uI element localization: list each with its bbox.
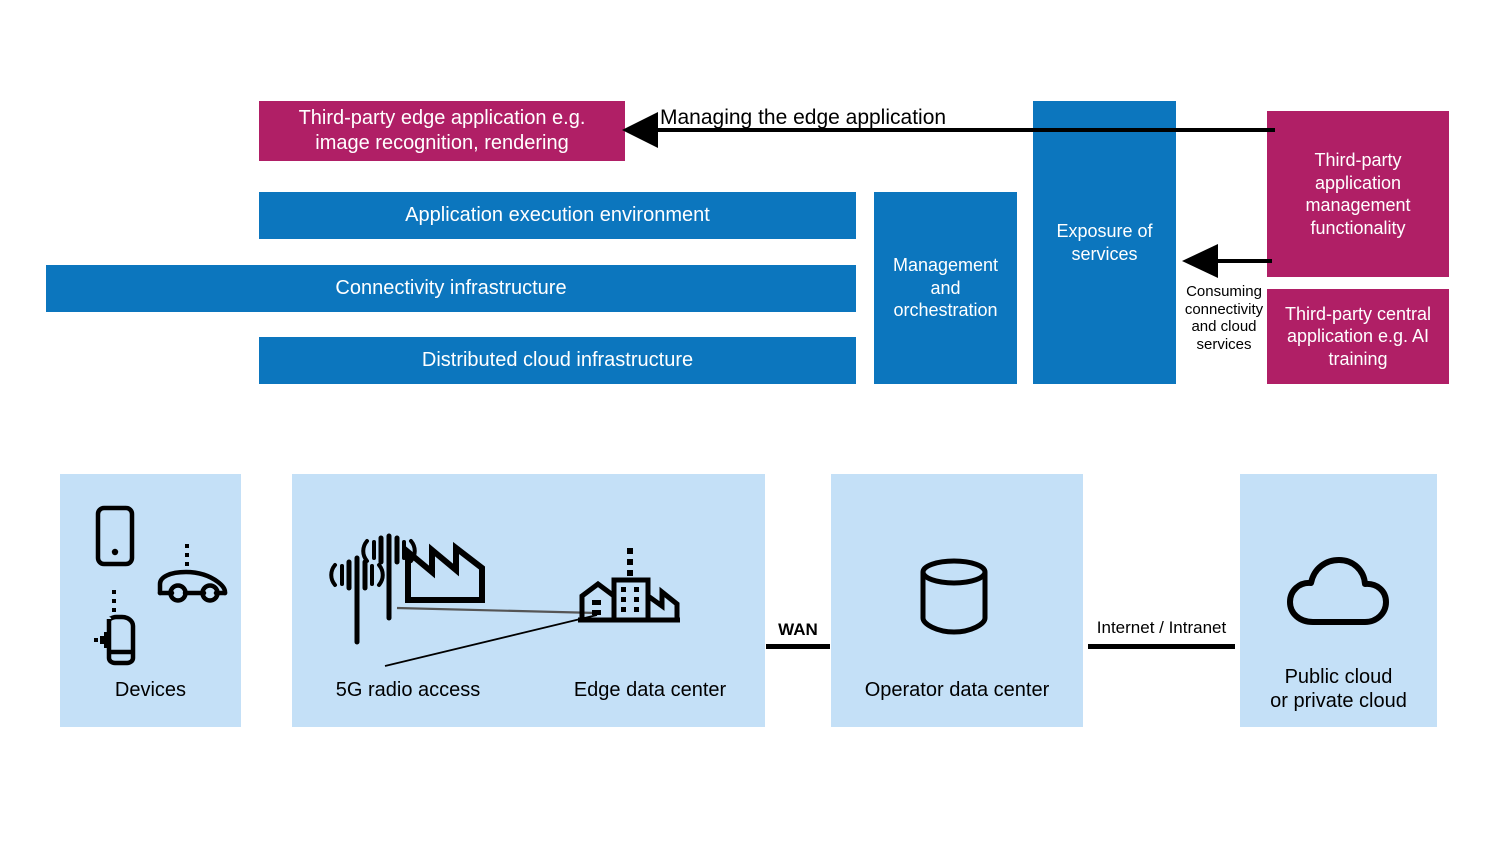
box-third-party-central-application[interactable]: Third-party central application e.g. AI … bbox=[1267, 289, 1449, 384]
layer-exposure-of-services[interactable]: Exposure of services bbox=[1033, 101, 1176, 384]
arrow-consuming-connectivity-and-cloud-services bbox=[1182, 244, 1272, 278]
radio-tower-icon bbox=[361, 533, 417, 621]
layer-third-party-edge-application-label: Third-party edge application e.g. image … bbox=[298, 107, 586, 154]
layer-management-and-orchestration-label: Management and orchestration bbox=[892, 255, 999, 321]
radio-tower-icon bbox=[329, 555, 385, 645]
car-icon bbox=[157, 544, 228, 603]
caption-public-cloud-line-1: Public cloud bbox=[1284, 666, 1393, 688]
connector-lines bbox=[384, 606, 598, 667]
connector-wan-line bbox=[766, 644, 830, 649]
box-third-party-central-application-label: Third-party central application e.g. AI … bbox=[1284, 303, 1432, 369]
layer-connectivity-infrastructure-label: Connectivity infrastructure bbox=[335, 277, 567, 299]
panel-radio-access-and-edge-data-center[interactable] bbox=[292, 474, 765, 727]
layer-third-party-edge-application[interactable]: Third-party edge application e.g. image … bbox=[259, 101, 625, 161]
layer-application-execution-environment[interactable]: Application execution environment bbox=[259, 192, 856, 239]
box-third-party-application-management-functionality[interactable]: Third-party application management funct… bbox=[1267, 111, 1449, 277]
layer-distributed-cloud-infrastructure[interactable]: Distributed cloud infrastructure bbox=[259, 337, 856, 384]
layer-exposure-of-services-label: Exposure of services bbox=[1056, 221, 1153, 264]
database-cylinder-icon bbox=[920, 558, 988, 635]
box-third-party-application-management-functionality-label: Third-party application management funct… bbox=[1305, 150, 1411, 238]
label-internet-intranet: Internet / Intranet bbox=[1096, 618, 1227, 637]
layer-management-and-orchestration[interactable]: Management and orchestration bbox=[874, 192, 1017, 384]
caption-public-or-private-cloud: Public cloud or private cloud bbox=[1240, 665, 1437, 713]
caption-edge-data-center: Edge data center bbox=[573, 679, 727, 701]
layer-distributed-cloud-infrastructure-label: Distributed cloud infrastructure bbox=[421, 349, 694, 371]
connector-internet-intranet-line bbox=[1088, 644, 1235, 649]
factory-icon bbox=[405, 541, 485, 603]
sensor-icon bbox=[94, 590, 136, 666]
caption-devices: Devices bbox=[114, 679, 187, 701]
arrow-managing-the-edge-application bbox=[622, 112, 1275, 148]
caption-operator-data-center: Operator data center bbox=[864, 679, 1050, 701]
panel-public-or-private-cloud[interactable] bbox=[1240, 474, 1437, 727]
layer-application-execution-environment-label: Application execution environment bbox=[405, 204, 710, 226]
label-wan: WAN bbox=[778, 620, 818, 639]
label-consuming-connectivity-and-cloud-services: Consuming connectivity and cloud service… bbox=[1184, 283, 1264, 354]
smartphone-icon bbox=[95, 505, 135, 567]
label-managing-the-edge-application: Managing the edge application bbox=[660, 106, 947, 129]
caption-public-cloud-line-2: or private cloud bbox=[1270, 690, 1407, 712]
caption-5g-radio-access: 5G radio access bbox=[335, 679, 481, 701]
cloud-icon bbox=[1287, 557, 1389, 625]
layer-connectivity-infrastructure[interactable]: Connectivity infrastructure bbox=[46, 265, 856, 312]
buildings-icon bbox=[578, 548, 680, 623]
panel-operator-data-center[interactable] bbox=[831, 474, 1083, 727]
